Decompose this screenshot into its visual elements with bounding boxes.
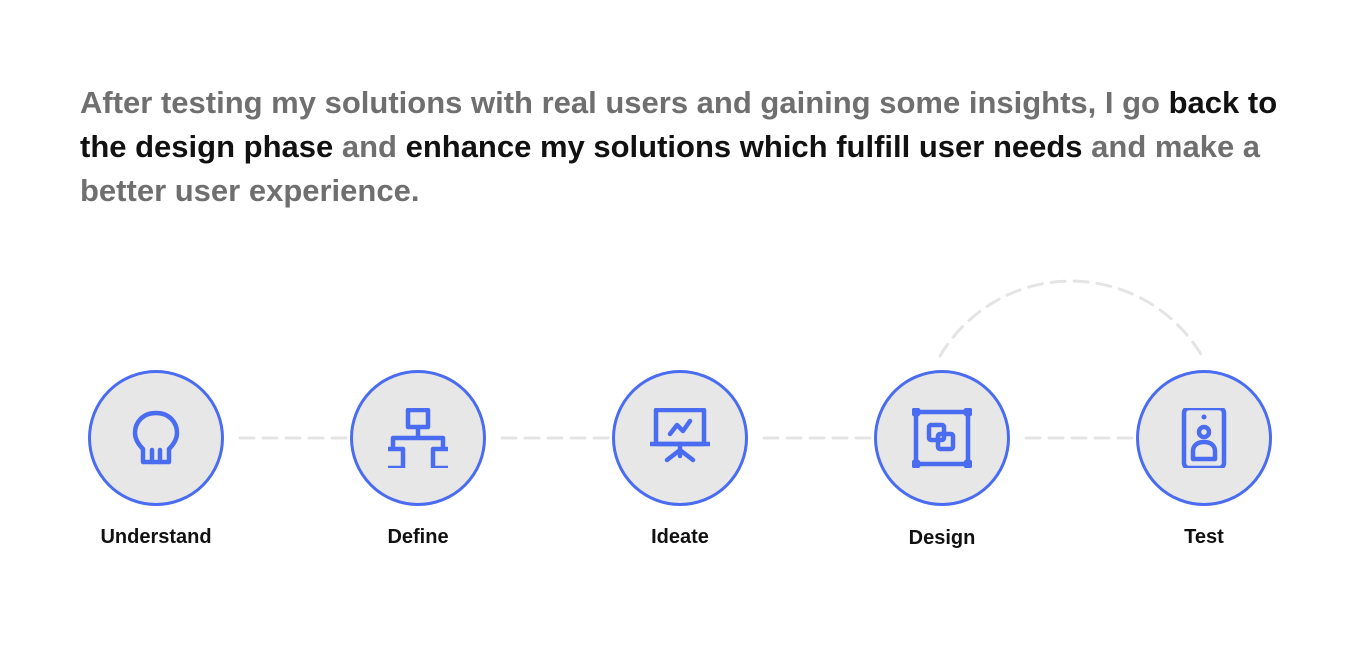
- step-label-ideate: Ideate: [651, 526, 709, 548]
- loop-back-arc: [938, 279, 1204, 358]
- step-ideate: [612, 370, 748, 506]
- step-circle: [612, 370, 748, 506]
- presentation-board-icon: [650, 408, 710, 463]
- step-design: [874, 370, 1010, 506]
- step-label-test: Test: [1184, 526, 1224, 548]
- step-label-define: Define: [387, 526, 449, 548]
- intro-paragraph: After testing my solutions with real use…: [80, 81, 1300, 213]
- intro-text-muted-3: and make a better user experience.: [80, 129, 1261, 208]
- step-test: [1136, 370, 1272, 506]
- step-label-design: Design: [908, 527, 976, 549]
- step-define: [350, 370, 486, 506]
- step-label-understand: Understand: [100, 526, 212, 548]
- step-circle: [88, 370, 224, 506]
- intro-text-highlight-2: enhance my solutions which fulfill user …: [405, 129, 1083, 164]
- intro-text-muted-2: and: [333, 129, 406, 164]
- step-understand: [88, 370, 224, 506]
- vector-frame-icon: [912, 408, 972, 468]
- sitemap-icon: [388, 408, 448, 468]
- lightbulb-icon: [132, 410, 180, 465]
- mobile-user-icon: [1181, 408, 1227, 468]
- intro-text-highlight-1: back to the design phase: [80, 85, 1278, 164]
- intro-text-muted-1: After testing my solutions with real use…: [80, 85, 1169, 120]
